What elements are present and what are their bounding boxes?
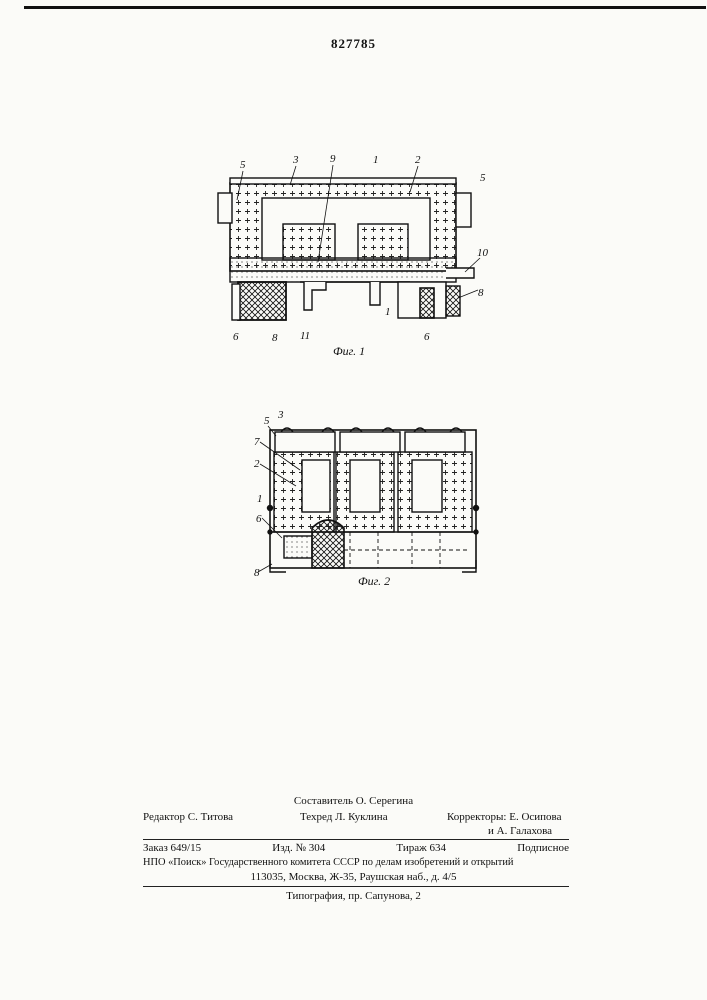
order-line: Заказ 649/15 Изд. № 304 Тираж 634 Подпис… (143, 842, 569, 854)
fig1-label-6-left: 6 (233, 331, 239, 343)
printing-house: Типография, пр. Сапунова, 2 (0, 890, 707, 902)
fig1-label-5-left: 5 (240, 159, 246, 171)
fig1-label-1-bottom: 1 (385, 306, 391, 318)
figure-1-drawing (218, 178, 474, 320)
fig1-label-10: 10 (477, 247, 489, 259)
footer-rule-2 (143, 886, 569, 887)
fig1-label-8-bottom: 8 (272, 332, 278, 344)
footer-rule-1 (143, 839, 569, 840)
fig2-caption: Фиг. 2 (358, 574, 390, 588)
fig1-label-5-right: 5 (480, 172, 486, 184)
edition-number: Изд. № 304 (272, 842, 325, 854)
fig2-label-1: 1 (257, 493, 263, 505)
circulation: Тираж 634 (396, 842, 446, 854)
fig2-label-7: 7 (254, 436, 260, 448)
address-line: 113035, Москва, Ж-35, Раушская наб., д. … (0, 871, 707, 883)
fig1-label-8-right: 8 (478, 287, 484, 299)
fig2-label-5: 5 (264, 415, 270, 427)
editor-credit: Редактор С. Титова (143, 811, 233, 823)
fig1-label-9: 9 (330, 153, 336, 165)
fig2-label-8: 8 (254, 567, 260, 579)
fig2-label-6: 6 (256, 513, 262, 525)
fig2-label-2: 2 (254, 458, 260, 470)
correctors-credit-2: и А. Галахова (488, 825, 552, 837)
correctors-credit-1: Корректоры: Е. Осипова (447, 811, 561, 823)
fig1-caption: Фиг. 1 (333, 344, 365, 358)
order-number: Заказ 649/15 (143, 842, 201, 854)
fig1-label-1-top: 1 (373, 154, 379, 166)
fig1-label-3: 3 (292, 154, 299, 166)
figure-2-drawing (268, 428, 479, 572)
fig1-label-2: 2 (415, 154, 421, 166)
fig1-label-11: 11 (300, 330, 310, 342)
subscription: Подписное (517, 842, 569, 854)
techred-credit: Техред Л. Куклина (300, 811, 388, 823)
fig2-label-3: 3 (277, 409, 284, 421)
fig1-label-6-bottom: 6 (424, 331, 430, 343)
compiler-credit: Составитель О. Серегина (294, 795, 413, 807)
organization-line: НПО «Поиск» Государственного комитета СС… (143, 857, 569, 868)
